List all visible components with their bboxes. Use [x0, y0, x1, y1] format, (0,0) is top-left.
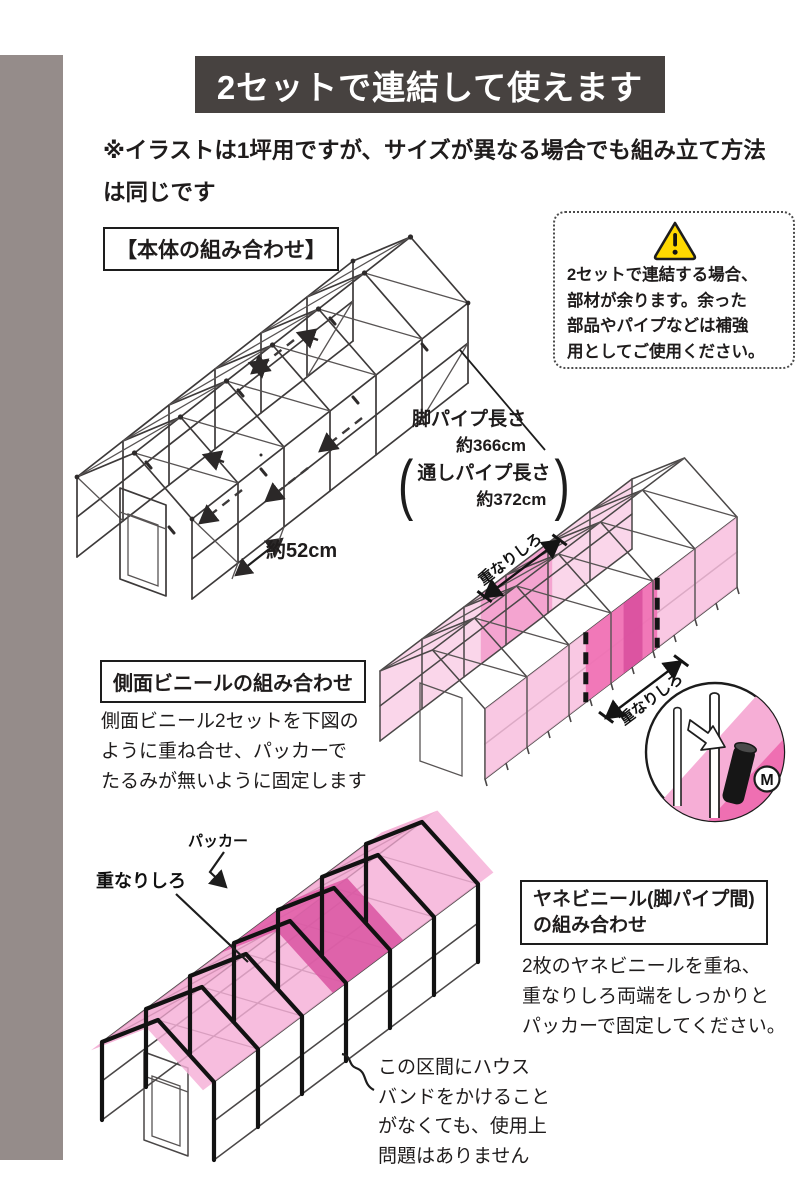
roof-vinyl-title-line2: の組み合わせ: [533, 914, 648, 936]
side-vinyl-body-line: たるみが無いように固定します: [101, 771, 367, 793]
house-band-note-line: この区間にハウス: [378, 1057, 531, 1078]
side-vinyl-body-line: 側面ビニール2セットを下図の: [101, 711, 359, 732]
house-band-note-line: がなくても、使用上: [378, 1116, 547, 1138]
packer-detail-circle: M: [644, 681, 786, 823]
intro-note-line2: は同じです: [103, 180, 216, 205]
roof-vinyl-body: 2枚のヤネビニールを重ね、 重なりしろ両端をしっかりと パッカーで固定してくださ…: [522, 952, 786, 1042]
house-band-note-line: バンドをかけること: [378, 1086, 550, 1108]
warning-line: 部品やパイプなどは補強: [567, 317, 749, 336]
roof-vinyl-title-box: ヤネビニール(脚パイプ間) の組み合わせ: [520, 880, 768, 946]
intro-note-line1: ※イラストは1坪用ですが、サイズが異なる場合でも組み立て方法: [103, 138, 766, 163]
house-band-note-line: 問題はありません: [378, 1145, 530, 1167]
side-vinyl-illustration: 重なりしろ 重なりしろ: [379, 457, 740, 787]
page-title-banner: 2セットで連結して使えます: [195, 56, 665, 113]
overlap-callout-label: 重なりしろ: [96, 870, 186, 891]
detail-marker-m: M: [760, 772, 773, 789]
warning-text: 2セットで連結する場合、 部材が余ります。余った 部品やパイプなどは補強 用とし…: [567, 263, 783, 365]
body-assembly-title: 【本体の組み合わせ】: [116, 239, 326, 262]
packer-clip: [722, 741, 757, 805]
through-pipe-label: 通しパイプ長さ: [417, 463, 551, 484]
page-title: 2セットで連結して使えます: [216, 68, 644, 106]
side-vinyl-title: 側面ビニールの組み合わせ: [113, 673, 353, 695]
packer-callout-label: パッカー: [188, 833, 248, 850]
warning-line: 2セットで連結する場合、: [567, 266, 758, 284]
insert-arrow-icon: [687, 719, 726, 751]
roof-vinyl-body-line: パッカーで固定してください。: [522, 1016, 786, 1038]
warning-box: 2セットで連結する場合、 部材が余ります。余った 部品やパイプなどは補強 用とし…: [553, 211, 795, 369]
paren-open: (: [398, 446, 414, 522]
warning-line: 用としてご使用ください。: [567, 342, 765, 361]
leg-pipe-label: 脚パイプ長さ: [412, 409, 527, 430]
roof-vinyl-illustration: パッカー 重なりしろ: [91, 810, 494, 1163]
side-vinyl-body: 側面ビニール2セットを下図の ように重ね合せ、パッカーで たるみが無いように固定…: [101, 707, 367, 797]
body-assembly-title-box: 【本体の組み合わせ】: [103, 227, 339, 271]
paren-close: ): [554, 446, 570, 522]
leg-pipe-length: 約366cm: [456, 436, 526, 455]
band-note-brace: [341, 1052, 375, 1091]
frame-assembly-illustration: [74, 234, 546, 600]
roof-vinyl-title-line1: ヤネビニール(脚パイプ間): [533, 889, 755, 910]
warning-line: 部材が余ります。余った: [567, 291, 747, 310]
through-pipe-length: 約372cm: [476, 490, 547, 509]
side-vinyl-title-box: 側面ビニールの組み合わせ: [100, 660, 366, 703]
roof-vinyl-body-line: 2枚のヤネビニールを重ね、: [522, 956, 761, 977]
house-band-note: この区間にハウス バンドをかけること がなくても、使用上 問題はありません: [378, 1053, 550, 1172]
warning-triangle-icon: [653, 221, 697, 261]
left-gray-bar: [0, 55, 63, 1160]
frame-spacing-label: 約52cm: [266, 540, 338, 562]
roof-vinyl-body-line: 重なりしろ両端をしっかりと: [522, 986, 770, 1008]
side-vinyl-body-line: ように重ね合せ、パッカーで: [101, 741, 347, 763]
pipe-length-labels: 脚パイプ長さ 約366cm ( 通しパイプ長さ 約372cm ): [398, 404, 570, 517]
intro-note: ※イラストは1坪用ですが、サイズが異なる場合でも組み立て方法 は同じです: [103, 130, 793, 214]
